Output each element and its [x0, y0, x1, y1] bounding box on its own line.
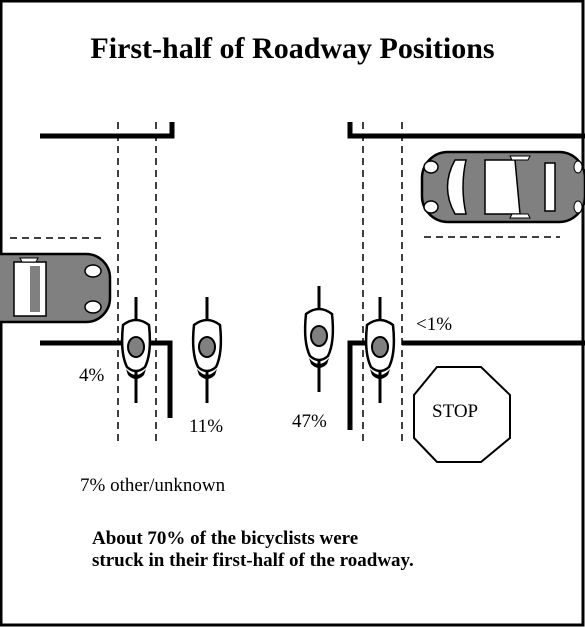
curb-bottom-left	[40, 340, 173, 418]
summary-text: About 70% of the bicyclists were struck …	[92, 528, 414, 572]
stop-sign	[413, 366, 511, 463]
label-position-2: 11%	[189, 416, 224, 437]
summary-line-2: struck in their first-half of the roadwa…	[92, 550, 414, 571]
page-title: First-half of Roadway Positions	[90, 32, 495, 65]
car-right	[420, 150, 585, 224]
crosswalk-lines	[10, 122, 560, 445]
curbs	[40, 122, 585, 430]
curb-top-left	[40, 122, 175, 139]
label-position-3: 47%	[292, 411, 327, 432]
label-position-1: 4%	[79, 365, 105, 386]
label-position-4: <1%	[416, 314, 453, 335]
summary-line-1: About 70% of the bicyclists were	[92, 528, 359, 549]
curb-top-right	[347, 122, 585, 139]
stop-sign-text: STOP	[432, 401, 479, 422]
car-left	[0, 252, 112, 324]
other-unknown-note: 7% other/unknown	[80, 475, 226, 496]
